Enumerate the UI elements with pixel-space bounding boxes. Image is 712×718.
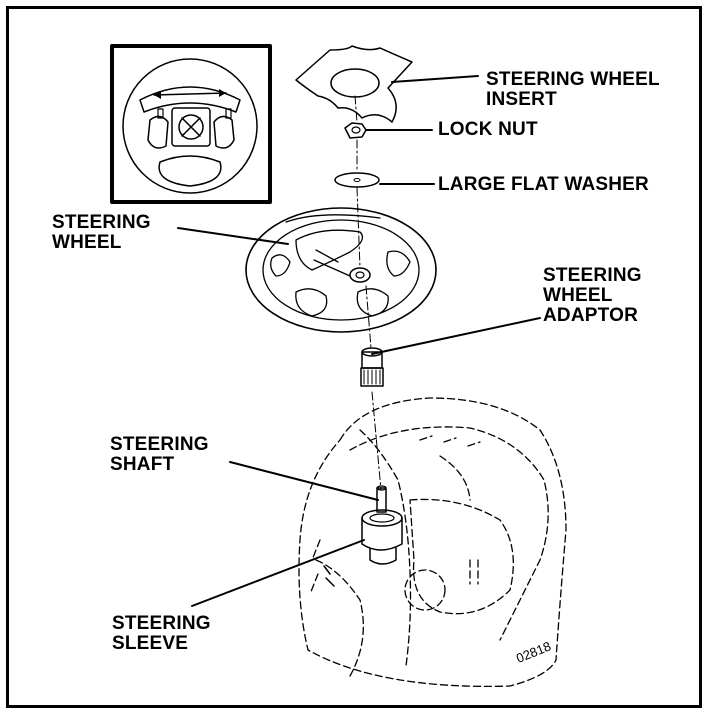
diagram-frame	[6, 6, 702, 708]
lock-nut-part	[344, 122, 367, 139]
label-steering-sleeve: STEERING SLEEVE	[112, 613, 211, 654]
washer-part	[334, 172, 380, 188]
console-housing	[298, 397, 567, 687]
wheel-insert-part	[295, 45, 413, 123]
label-lock-nut: LOCK NUT	[438, 119, 538, 140]
label-steering-wheel: STEERING WHEEL	[52, 212, 151, 253]
leader-lines	[177, 75, 541, 607]
label-steering-shaft: STEERING SHAFT	[110, 434, 209, 475]
steering-shaft-part	[376, 485, 387, 513]
steering-wheel-part	[245, 207, 437, 333]
inset-wheel-view	[110, 44, 272, 204]
assembly-centerline	[354, 95, 382, 491]
label-wheel-insert: STEERING WHEEL INSERT	[486, 69, 660, 110]
steering-sleeve-part	[323, 509, 403, 587]
label-washer: LARGE FLAT WASHER	[438, 174, 649, 195]
label-adaptor: STEERING WHEEL ADAPTOR	[543, 265, 642, 326]
